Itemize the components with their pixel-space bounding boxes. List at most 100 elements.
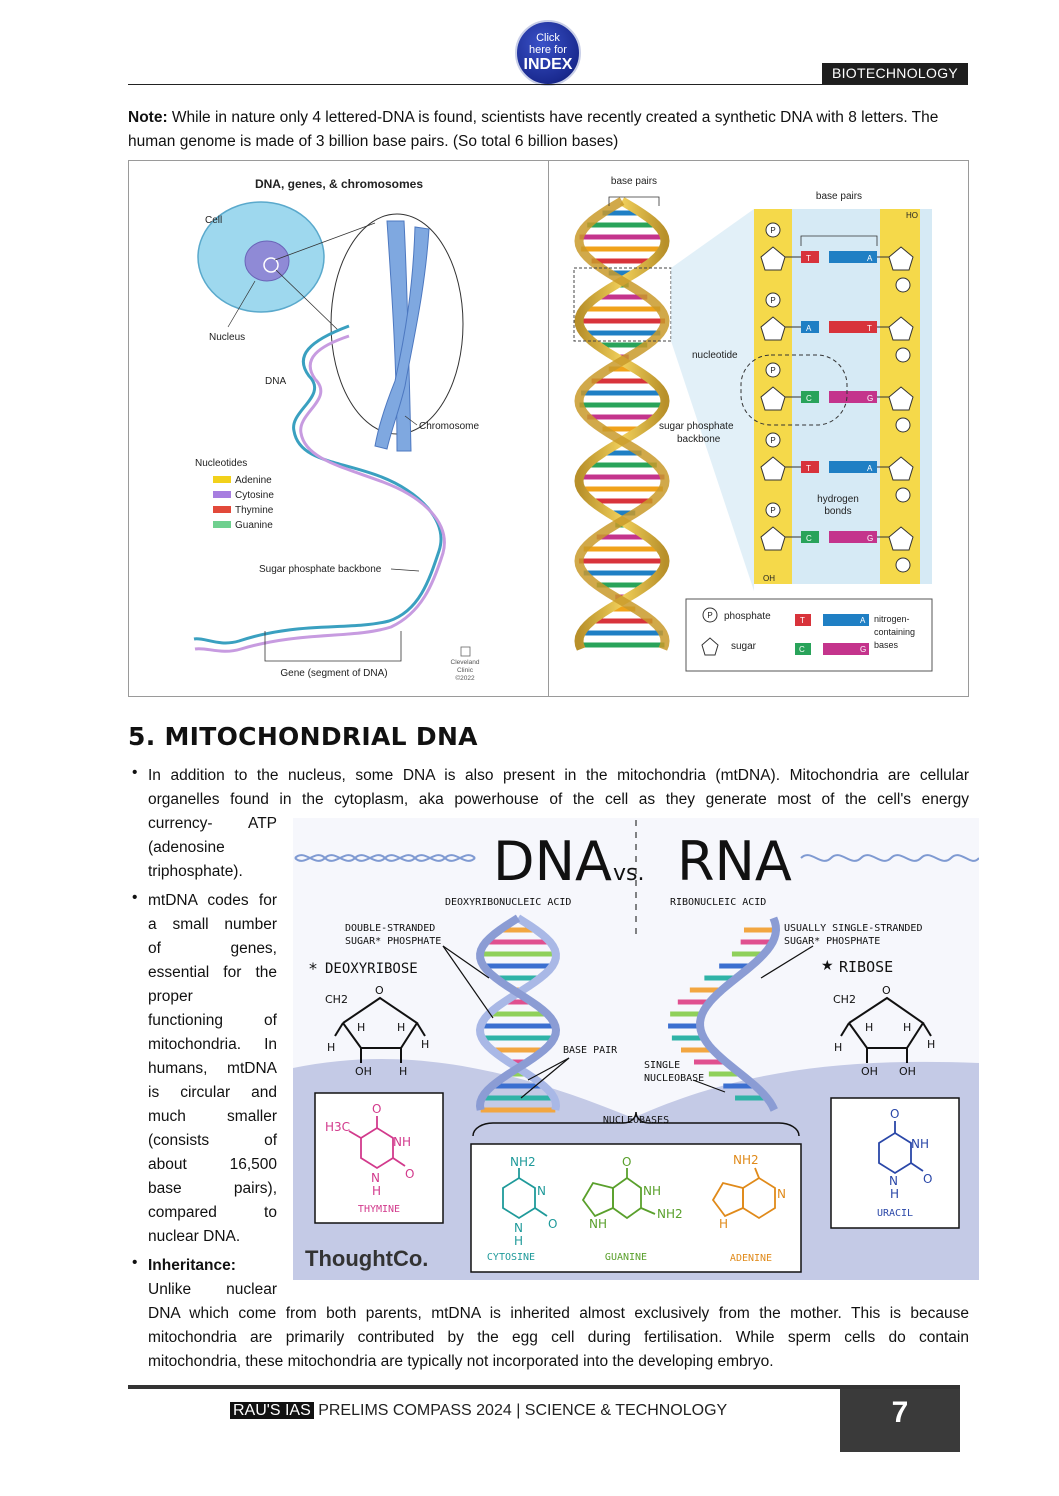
nucleotides-title: Nucleotides: [195, 458, 247, 469]
helix-base-pairs: [579, 210, 665, 648]
phosphate-icon: [765, 432, 781, 448]
sugar-icon: [760, 456, 786, 481]
atom-ch2-left: CH2: [325, 993, 348, 1006]
phosphate-icon: [765, 362, 781, 378]
ribonucleic-acid-label: RIBONUCLEIC ACID: [670, 897, 766, 908]
hydrogen-label-1: hydrogen: [817, 494, 859, 505]
bullet2-line: (consists of: [148, 1132, 277, 1149]
footer-title: PRELIMS COMPASS 2024 | SCIENCE & TECHNOL…: [313, 1402, 728, 1419]
atom-h-left-4: H: [421, 1038, 429, 1051]
adenine-label: ADENINE: [730, 1253, 772, 1264]
title-rna: RNA: [677, 830, 792, 893]
double-stranded-label-1: DOUBLE-STRANDED: [345, 923, 435, 934]
phosphate-letter: P: [770, 506, 775, 515]
uracil-box: [830, 1097, 960, 1229]
bullet2-line: essential for the: [148, 964, 277, 981]
legend-entry: Adenine: [235, 475, 272, 486]
section-title: 5. MITOCHONDRIAL DNA: [128, 722, 478, 751]
bullet2-line: a small number: [148, 916, 277, 933]
base-left: [801, 531, 819, 543]
index-button[interactable]: Click here for INDEX: [515, 20, 581, 86]
credit-line3: ©2022: [455, 674, 475, 682]
uracil-label: URACIL: [877, 1208, 913, 1219]
credit-line1: Cleveland: [451, 659, 480, 666]
bullet1-line: triphosphate).: [148, 863, 243, 880]
atom-o-cytosine: O: [548, 1217, 557, 1231]
atom-h2n-adenine: NH2: [733, 1153, 759, 1167]
figure-divider: [548, 160, 549, 697]
phosphate-icon: [765, 222, 781, 238]
atom-ch2-right: CH2: [833, 993, 856, 1006]
atom-nh-guanine-2: NH: [589, 1217, 607, 1231]
bullet3-narrow: Unlike nuclear: [148, 1281, 277, 1298]
bullet2-line: much smaller: [148, 1108, 277, 1125]
atom-n-uracil: N: [889, 1174, 898, 1188]
note-text: While in nature only 4 lettered-DNA is f…: [128, 109, 939, 150]
credit-line2: Clinic: [457, 667, 474, 674]
atom-h-cytosine: H: [514, 1234, 523, 1248]
rna-strand: [696, 916, 781, 1112]
nucleobases-label: NUCLEOBASES: [603, 1115, 669, 1126]
sugar-icon: [760, 526, 786, 551]
bullet-dot: •: [132, 889, 138, 906]
backbone-label-1: sugar phosphate: [659, 421, 734, 432]
thoughtco-logo: ThoughtCo.: [305, 1246, 428, 1271]
backbone-label-2: backbone: [677, 434, 721, 445]
legend-phosphate: phosphate: [724, 611, 771, 622]
atom-oh-right-2: OH: [899, 1065, 916, 1078]
atom-h3c: H3C: [325, 1120, 350, 1134]
legend-p-symbol: P: [707, 611, 712, 620]
chromosome-label: Chromosome: [419, 421, 479, 432]
footer-brand-tag: RAU'S IAS: [230, 1402, 314, 1419]
legend-nitrogen-2: containing: [874, 627, 915, 637]
atom-n-cytosine-1: N: [537, 1184, 546, 1198]
helix-strand-2: [574, 197, 670, 651]
phosphate-icon: [765, 292, 781, 308]
atom-n-adenine: N: [777, 1187, 786, 1201]
header-divider: [128, 84, 968, 85]
atom-o-uracil-1: O: [890, 1107, 899, 1121]
atom-o-uracil-2: O: [923, 1172, 932, 1186]
index-button-line2: here for: [529, 44, 567, 56]
guanine-label: GUANINE: [605, 1252, 647, 1263]
sugar-icon: [888, 386, 914, 411]
nucleus-label: Nucleus: [209, 332, 245, 343]
atom-h-left-5: H: [399, 1065, 407, 1078]
legend-entry: Cytosine: [235, 490, 274, 501]
legend-letter-a: A: [860, 616, 866, 625]
phosphate-icon: [895, 417, 911, 433]
legend-swatch: [213, 506, 231, 513]
base-right: [829, 531, 877, 543]
dna-strand-1: [475, 914, 561, 1111]
bullet2-line: functioning of: [148, 1012, 277, 1029]
phosphate-icon: [895, 487, 911, 503]
nucleotide-label: nucleotide: [692, 350, 738, 361]
deoxyribose-ring: [334, 996, 426, 1063]
page-number: 7: [840, 1389, 960, 1452]
bullet2-line: nuclear DNA.: [148, 1228, 241, 1245]
title-dna: DNA: [493, 830, 612, 893]
atom-oh-left: OH: [355, 1065, 372, 1078]
dna-label: DNA: [265, 376, 286, 387]
phosphate-letter: P: [770, 296, 775, 305]
phosphate-icon: [765, 502, 781, 518]
bullet2-line: base pairs),: [148, 1180, 277, 1197]
atom-nh-guanine: NH: [643, 1184, 661, 1198]
atom-o-guanine: O: [622, 1155, 631, 1169]
base-right-letter: T: [867, 324, 872, 333]
base-left: [801, 321, 819, 333]
sugar-icon: [888, 246, 914, 271]
bullet1-line2: organelles found in the cytoplasm, aka p…: [148, 791, 969, 808]
legend-nitrogen-1: nitrogen-: [874, 614, 910, 624]
note-paragraph: Note: While in nature only 4 lettered-DN…: [128, 106, 970, 154]
base-left-letter: T: [806, 464, 811, 473]
base-right-letter: A: [867, 254, 873, 263]
dna-vs-rna-infographic: DNA vs. RNA DEOXYRIBONUCLEIC ACID RIBONU…: [293, 818, 979, 1280]
index-button-line1: Click: [536, 32, 560, 44]
backbone-label: Sugar phosphate backbone: [259, 564, 382, 575]
atom-h-right-4: H: [927, 1038, 935, 1051]
single-stranded-label-1: USUALLY SINGLE-STRANDED: [784, 923, 922, 934]
